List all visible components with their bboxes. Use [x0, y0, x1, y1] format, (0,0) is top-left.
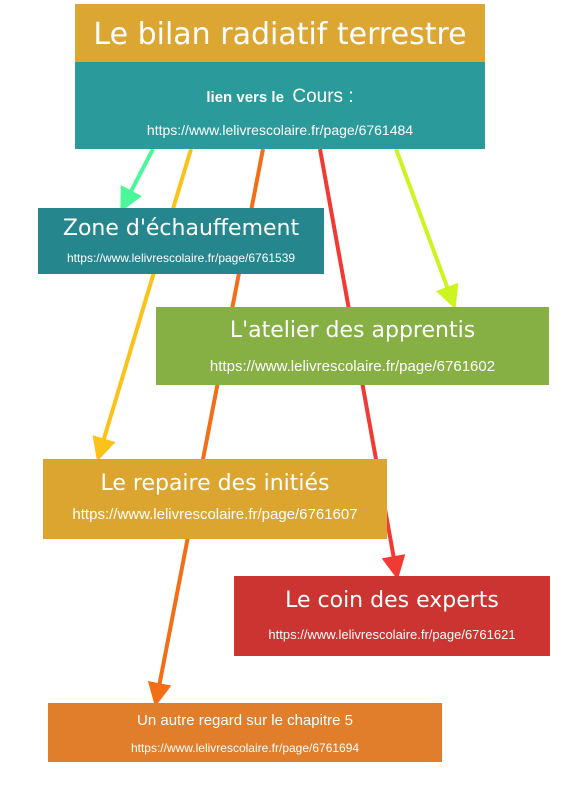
atelier-title: L'atelier des apprentis: [229, 318, 476, 343]
regard-title: Un autre regard sur le chapitre 5: [137, 712, 353, 729]
zone-title: Zone d'échauffement: [62, 216, 300, 241]
node-coin-experts: Le coin des experts https://www.lelivres…: [234, 576, 550, 656]
arrow-to-zone: [120, 148, 155, 212]
zone-url-link[interactable]: https://www.lelivrescolaire.fr/page/6761…: [66, 251, 296, 265]
cours-box: lien vers le Cours : https://www.lelivre…: [75, 62, 485, 149]
title-banner: Le bilan radiatif terrestre: [75, 4, 485, 62]
node-autre-regard: Un autre regard sur le chapitre 5 https:…: [48, 703, 442, 762]
node-repaire-inities: Le repaire des initiés https://www.leliv…: [43, 459, 387, 539]
page-title: Le bilan radiatif terrestre: [93, 17, 467, 52]
repaire-title: Le repaire des initiés: [100, 471, 330, 496]
atelier-url-link[interactable]: https://www.lelivrescolaire.fr/page/6761…: [209, 358, 496, 375]
arrow-to-repaire: [92, 148, 193, 462]
coin-url-link[interactable]: https://www.lelivrescolaire.fr/page/6761…: [268, 627, 516, 642]
coin-title: Le coin des experts: [285, 588, 499, 613]
regard-url-link[interactable]: https://www.lelivrescolaire.fr/page/6761…: [130, 741, 360, 755]
cours-lead: lien vers le Cours :: [75, 86, 485, 108]
cours-label: Cours :: [292, 86, 354, 107]
arrow-to-atelier: [394, 148, 459, 310]
cours-url-link[interactable]: https://www.lelivrescolaire.fr/page/6761…: [146, 122, 414, 138]
node-zone-echauffement: Zone d'échauffement https://www.lelivres…: [38, 208, 324, 274]
cours-prefix: lien vers le: [206, 89, 284, 106]
node-atelier-apprentis: L'atelier des apprentis https://www.leli…: [156, 307, 549, 385]
repaire-url-link[interactable]: https://www.lelivrescolaire.fr/page/6761…: [72, 506, 358, 523]
